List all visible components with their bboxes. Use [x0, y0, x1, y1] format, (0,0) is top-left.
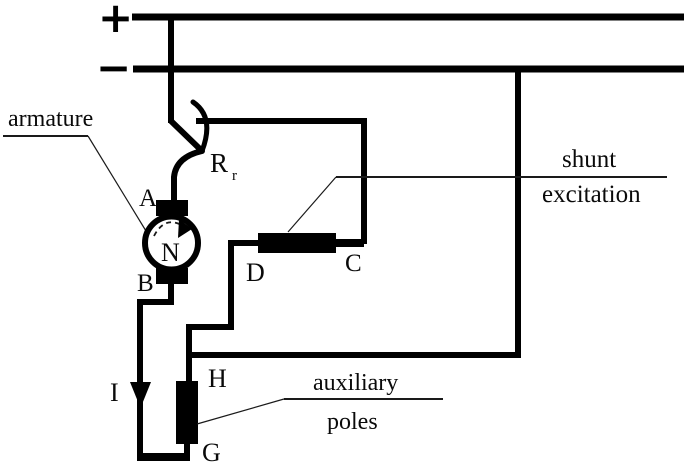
armature-leader-diagonal: [87, 135, 147, 232]
armature-label: armature: [8, 106, 93, 132]
shunt-field-winding: [258, 233, 336, 253]
rheostat-blade: [168, 118, 205, 154]
terminal-g-label: G: [202, 438, 221, 467]
rotation-arrow-arc: [153, 221, 184, 237]
return-wire: [189, 66, 521, 358]
terminal-b-label: B: [137, 270, 154, 297]
terminal-a-label: A: [139, 185, 157, 212]
armature-series-wire: [137, 283, 174, 457]
rotation-label: N: [161, 238, 180, 267]
plus-symbol: +: [98, 0, 133, 42]
rheostat-to-armature-wire: [171, 148, 203, 201]
rheostat-label: R: [210, 148, 228, 178]
aux-leader-diagonal: [196, 398, 285, 425]
current-direction-arrow: [130, 382, 151, 408]
rotation-arrow-head: [178, 219, 192, 238]
brush-b: [156, 268, 188, 284]
shunt-excitation-label-line1: shunt: [562, 146, 616, 173]
auxiliary-poles-label-line2: poles: [327, 409, 378, 435]
current-label: I: [110, 378, 119, 407]
terminal-h-label: H: [208, 364, 227, 393]
auxiliary-poles-label-line1: auxiliary: [313, 370, 398, 396]
brush-a: [156, 200, 188, 216]
shunt-d-wire: [186, 240, 258, 384]
terminal-c-label: C: [345, 250, 362, 277]
rheostat-label-subscript: r: [232, 168, 237, 184]
shunt-excitation-label-line2: excitation: [542, 181, 641, 208]
auxiliary-poles-winding: [176, 381, 198, 444]
minus-symbol: −: [96, 43, 131, 92]
terminal-d-label: D: [246, 258, 265, 287]
shunt-leader-diagonal: [287, 176, 337, 233]
